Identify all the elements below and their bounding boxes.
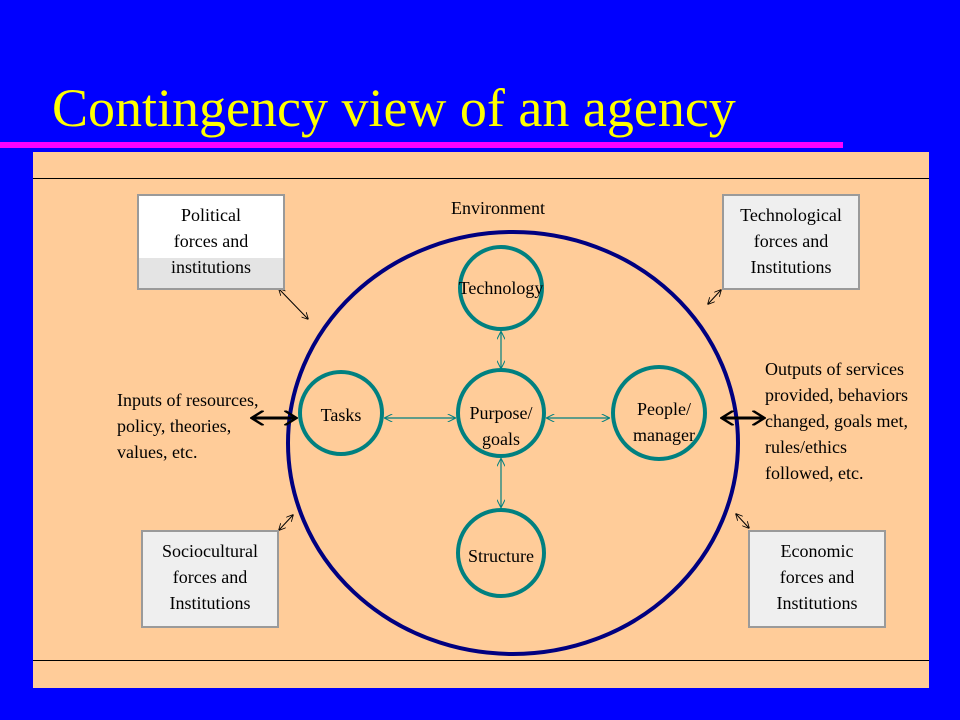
- environment-label: Environment: [451, 198, 545, 218]
- diagram-panel: Environment Technology Tasks Purpose/ go…: [33, 152, 929, 688]
- tasks-label: Tasks: [320, 405, 362, 425]
- purpose-label: Purpose/ goals: [469, 403, 533, 449]
- sociocultural-forces-box: Sociocultural forces and Institutions: [141, 530, 279, 628]
- political-forces-box: Political forces and institutions: [137, 194, 285, 290]
- technological-forces-box: Technological forces and Institutions: [722, 194, 860, 290]
- arrow-sociocultural: [279, 515, 293, 530]
- environment-ellipse: [286, 230, 740, 656]
- structure-circle: [456, 508, 546, 598]
- structure-label: Structure: [468, 546, 534, 566]
- arrow-political: [279, 289, 308, 319]
- economic-forces-box: Economic forces and Institutions: [748, 530, 886, 628]
- inputs-label: Inputs of resources, policy, theories, v…: [117, 390, 259, 462]
- diagram-graphics: [33, 230, 929, 656]
- panel-bottom-rule: [33, 660, 929, 661]
- people-circle: [611, 365, 707, 461]
- arrow-economic: [736, 514, 749, 528]
- title-underline: [0, 142, 843, 148]
- panel-top-rule: [33, 178, 929, 179]
- arrow-technological: [708, 290, 721, 304]
- slide-title: Contingency view of an agency: [52, 78, 736, 138]
- outputs-label: Outputs of services provided, behaviors …: [765, 359, 908, 483]
- tasks-circle: [298, 370, 384, 456]
- technology-label: Technology: [458, 278, 544, 298]
- people-label: People/ manager: [633, 399, 695, 445]
- purpose-circle: [456, 368, 546, 458]
- technology-circle: [458, 245, 544, 331]
